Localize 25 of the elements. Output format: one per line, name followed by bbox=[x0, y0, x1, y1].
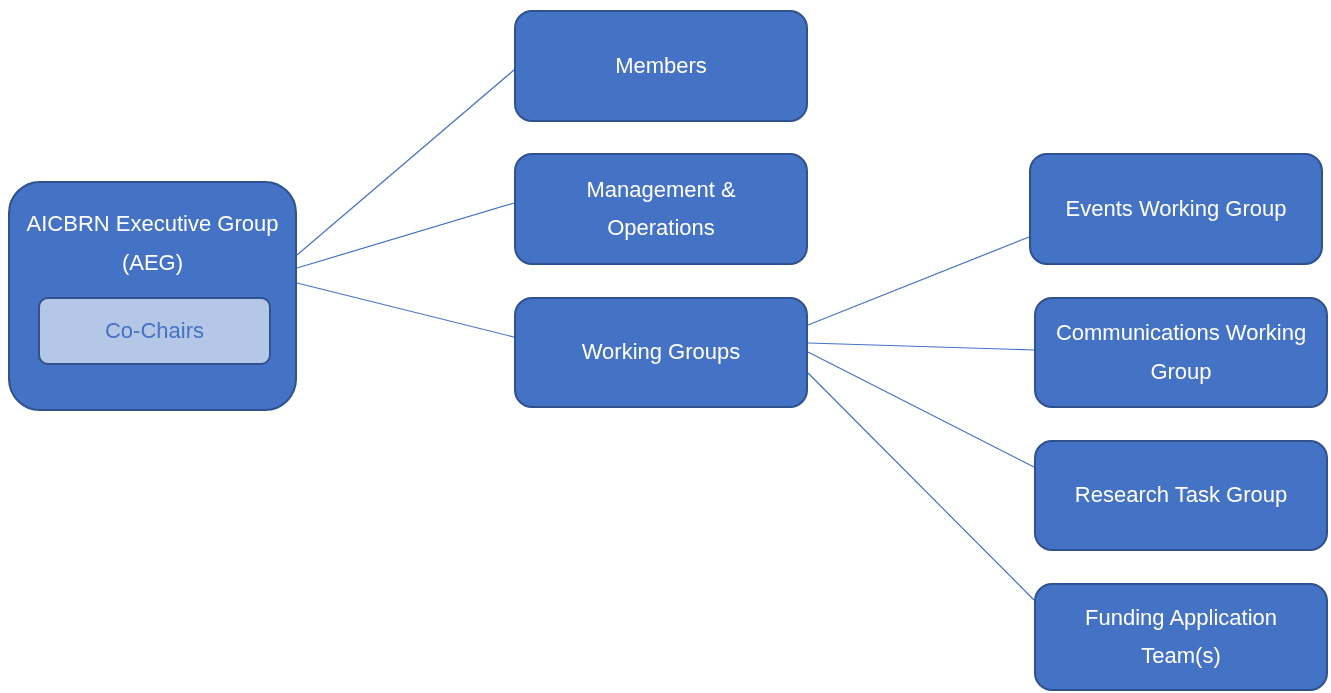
connector-line bbox=[296, 282, 515, 338]
box-label: Research Task Group bbox=[1074, 481, 1288, 510]
org-box bbox=[514, 10, 808, 122]
org-box bbox=[514, 297, 808, 408]
org-box bbox=[1034, 583, 1328, 691]
connector-line bbox=[296, 202, 515, 269]
role-box bbox=[38, 297, 271, 365]
box-label: AICBRN Executive Group (AEG) bbox=[25, 210, 280, 277]
org-box bbox=[1034, 297, 1328, 408]
org-box bbox=[8, 181, 297, 411]
org-box bbox=[1029, 153, 1323, 265]
box-label: Events Working Group bbox=[1065, 194, 1287, 223]
org-box bbox=[514, 153, 808, 265]
connector-line bbox=[807, 236, 1030, 326]
box-label: Co-Chairs bbox=[105, 316, 204, 345]
box-label: Funding Application Team(s) bbox=[1084, 603, 1278, 670]
connector-line bbox=[807, 351, 1035, 468]
box-label: Members bbox=[615, 51, 707, 80]
connector-line bbox=[807, 342, 1035, 351]
org-box bbox=[1034, 440, 1328, 551]
box-label: Management & Operations bbox=[585, 175, 737, 242]
connector-line bbox=[807, 372, 1035, 601]
connector-line bbox=[296, 69, 515, 256]
box-label: Communications Working Group bbox=[1054, 319, 1308, 386]
box-label: Working Groups bbox=[581, 338, 741, 367]
